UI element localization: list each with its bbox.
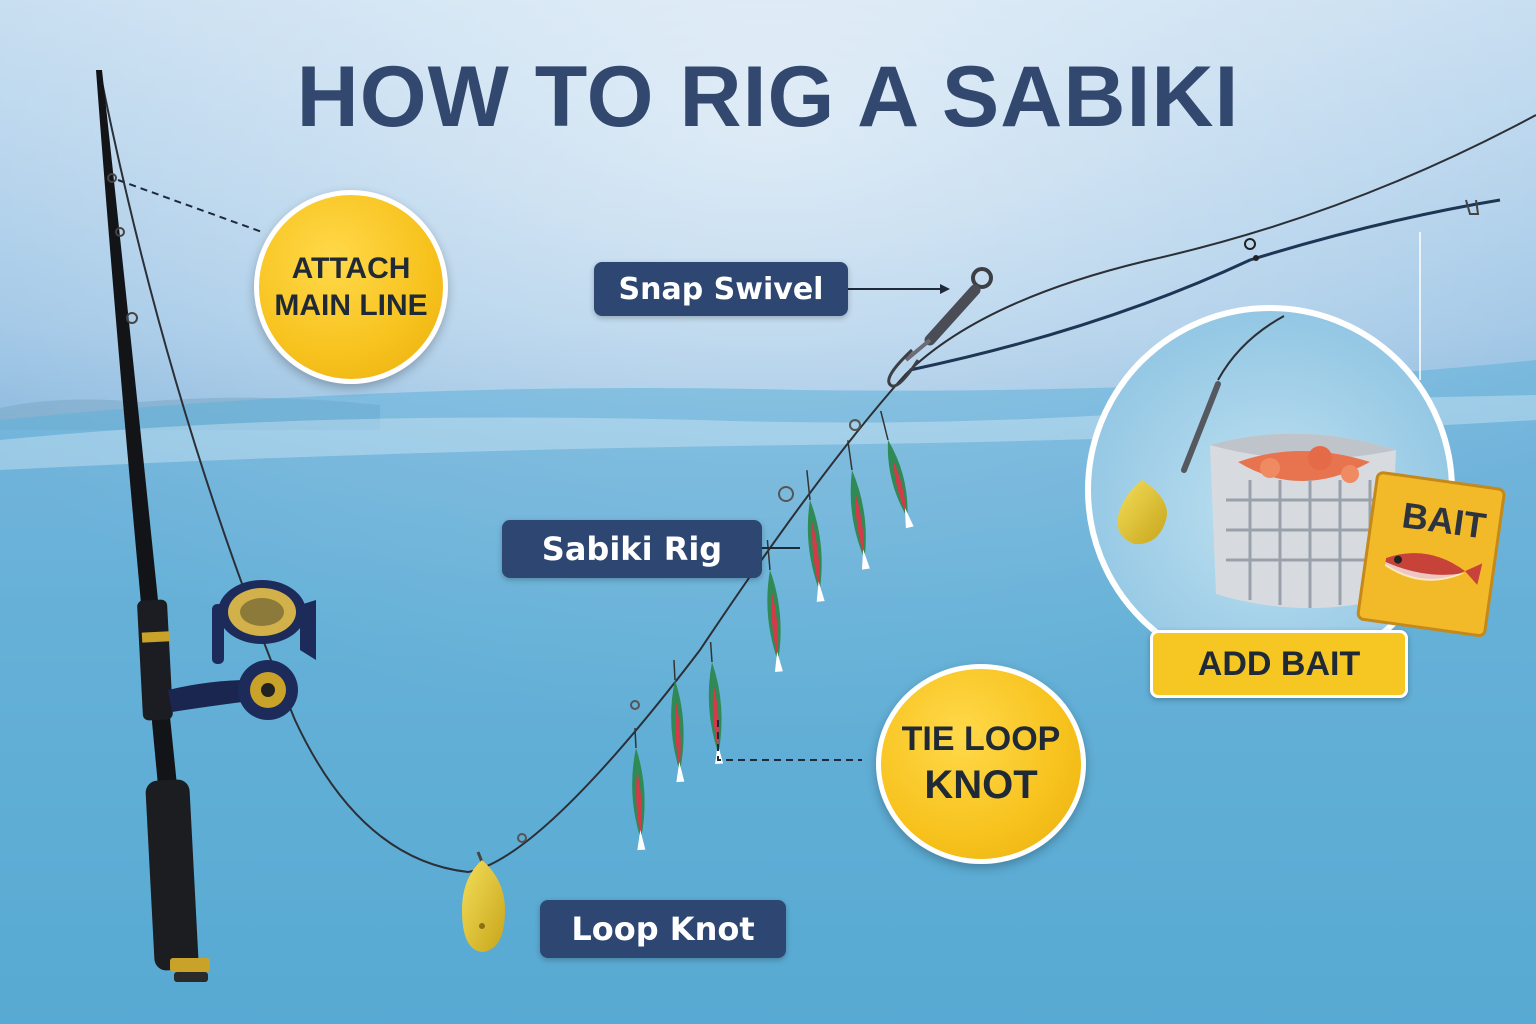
sinker [462,851,505,952]
loop-knot-label: Loop Knot [540,900,786,958]
snap-swivel-label: Snap Swivel [594,262,848,316]
bait-packet [1356,471,1506,638]
inset-swivel [1181,381,1221,473]
spinning-reel [168,580,316,720]
sabiki-lure [632,727,646,851]
rod-guide-right [1465,199,1480,215]
snap-swivel-label-text: Snap Swivel [618,271,824,307]
sabiki-lure [671,659,685,783]
inset-sinker [1117,480,1167,545]
line-snap-ring [1244,238,1256,250]
page-title: HOW TO RIG A SABIKI [296,49,1240,145]
sabiki-lure [806,470,825,602]
bait-inset [1085,305,1506,675]
bait-basket [1210,433,1396,609]
attach-main-line-text: ATTACH [291,251,411,285]
add-bait-label: ADD BAIT [1150,630,1408,698]
loop-knot-label-text: Loop Knot [571,910,755,948]
sabiki-rig-label-text: Sabiki Rig [541,530,723,568]
sabiki-rig-label: Sabiki Rig [502,520,762,578]
sabiki-lures [517,410,914,851]
sabiki-lure [847,440,870,570]
attach-main-line-text: MAIN LINE [274,289,428,322]
add-bait-label-text: ADD BAIT [1197,644,1361,683]
tie-loop-pointer [717,720,862,761]
secondary-line [909,198,1501,372]
sabiki-lure [766,540,783,672]
attach-leader-line [117,179,263,233]
tie-loop-knot-text: KNOT [924,763,1038,808]
attach-main-line-badge: ATTACH MAIN LINE [254,190,448,384]
inset-line [1217,315,1285,381]
sabiki-lure [880,410,914,529]
tie-loop-knot-text: TIE LOOP [901,719,1061,758]
snap-swivel [887,267,993,388]
tie-loop-knot-badge: TIE LOOP KNOT [876,664,1086,864]
line-bead [1253,255,1259,261]
snap-swivel-arrowhead [940,284,950,294]
fishing-rod [96,70,210,982]
